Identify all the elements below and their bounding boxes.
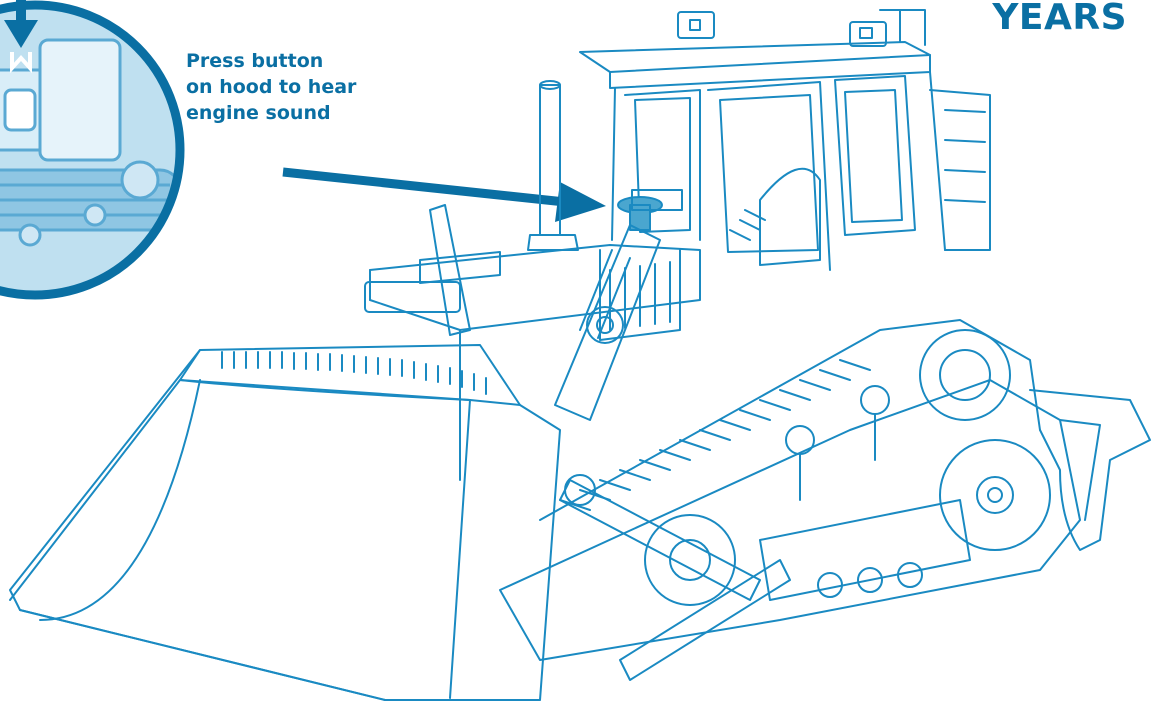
blade-ridges: [221, 351, 487, 395]
callout-line: on hood to hear: [186, 76, 357, 98]
arrow-down-icon: [4, 0, 38, 74]
callout-text: Press button on hood to hear engine soun…: [186, 48, 386, 126]
callout-line: Press button: [186, 50, 324, 72]
callout-line: engine sound: [186, 102, 331, 124]
age-label: YEARS: [992, 0, 1127, 38]
bulldozer-body: [9, 9, 1151, 701]
arrow-right-icon: [282, 167, 606, 222]
track-treads: [559, 359, 871, 511]
inset-photo: [0, 0, 185, 300]
hood-button: [617, 189, 683, 231]
